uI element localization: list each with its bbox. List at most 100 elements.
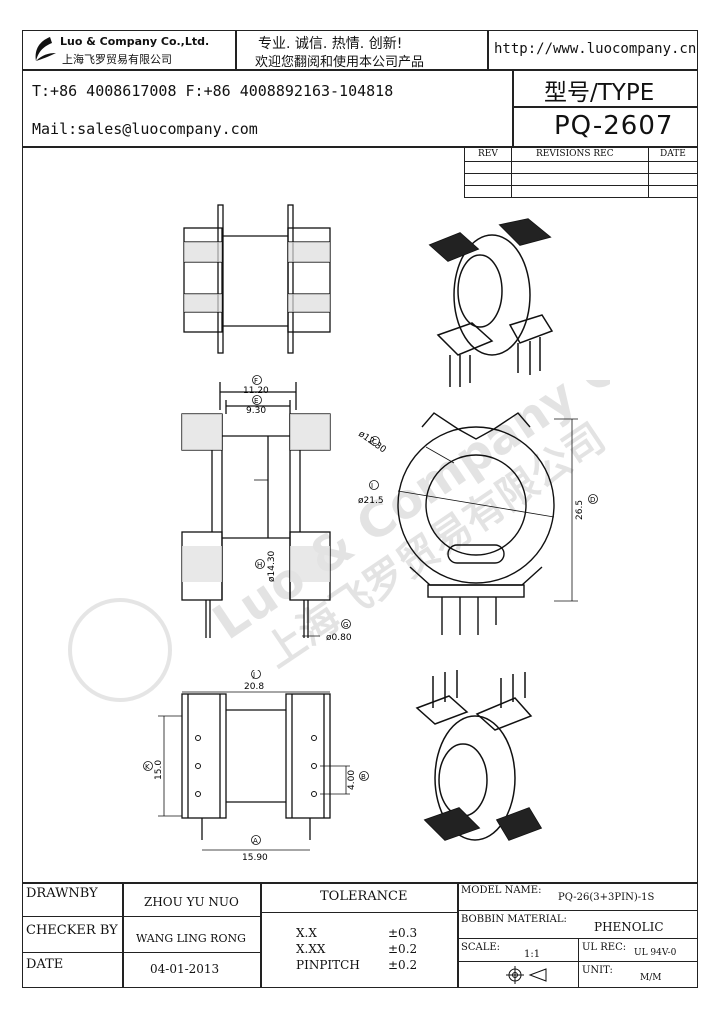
tb-hline-tol xyxy=(260,912,457,913)
type-label: 型号/TYPE xyxy=(544,80,655,106)
watermark-seal-icon xyxy=(68,598,172,702)
dim-e-letter: E xyxy=(254,397,258,405)
checker-label: CHECKER BY xyxy=(26,923,118,938)
dim-c-marker xyxy=(370,436,380,446)
company-logo-icon xyxy=(35,37,56,61)
type-vline xyxy=(512,69,514,147)
date-value: 04-01-2013 xyxy=(150,962,220,976)
tb-vline-1 xyxy=(122,882,124,988)
model-label: MODEL NAME: xyxy=(461,885,542,896)
scale-value: 1:1 xyxy=(524,949,541,960)
tol-xxx-name: X.XX xyxy=(296,942,326,956)
bobbin-value: PHENOLIC xyxy=(594,920,664,934)
dim-j-letter: J xyxy=(252,671,255,679)
dim-j-value: 20.8 xyxy=(244,682,264,692)
dim-h-marker xyxy=(255,559,265,569)
dim-i-marker xyxy=(369,480,379,490)
rev-row-3 xyxy=(464,185,698,186)
tb-hline-right-1 xyxy=(457,910,698,911)
date-label: DATE xyxy=(26,957,64,972)
tb-hline-right-3 xyxy=(457,961,698,962)
dim-i-letter: I xyxy=(371,482,373,490)
tb-vline-right xyxy=(578,938,579,988)
dim-b-letter: B xyxy=(361,773,366,781)
dim-d-value: 26.5 xyxy=(575,500,585,520)
header-divider xyxy=(22,69,698,71)
dim-k-letter: K xyxy=(145,763,150,771)
unit-label: UNIT: xyxy=(582,965,613,976)
dim-a-value: 15.90 xyxy=(242,853,268,863)
dim-d-marker xyxy=(588,494,598,504)
company-name-en: Luo & Company Co.,Ltd. xyxy=(60,35,210,48)
title-block-top xyxy=(22,882,698,884)
dim-j-marker xyxy=(251,670,261,679)
rev-col-1 xyxy=(511,146,512,198)
dim-h-letter: H xyxy=(257,561,262,569)
dim-k-value: 15.0 xyxy=(154,760,164,780)
header-vline-2 xyxy=(487,30,489,70)
header-vline-1 xyxy=(235,30,237,70)
dim-e-value: 9.30 xyxy=(246,406,266,416)
website-link[interactable]: http://www.luocompany.cn xyxy=(494,41,697,57)
view-isometric-bottom xyxy=(415,670,543,841)
tb-hline-left-2 xyxy=(22,952,260,953)
dim-b-marker xyxy=(359,771,369,781)
tol-pinpitch-name: PINPITCH xyxy=(296,958,360,972)
view-front-middle: C ø12.30 I ø21.5 26.5 D xyxy=(356,412,598,635)
rev-header-date: DATE xyxy=(660,149,686,159)
drawnby-value: ZHOU YU NUO xyxy=(144,895,239,909)
checker-value: WANG LING RONG xyxy=(136,932,246,945)
rev-header-rev: REV xyxy=(478,149,498,159)
type-value: PQ-2607 xyxy=(554,111,674,141)
unit-value: M/M xyxy=(640,973,662,983)
dim-a-letter: A xyxy=(253,837,258,845)
rev-row-1 xyxy=(464,161,698,162)
view-section-middle: F 11.20 E 9.30 H ø14.30 G ø0.80 xyxy=(181,375,352,643)
dim-h-value: ø14.30 xyxy=(267,550,277,582)
drawing-frame xyxy=(22,30,698,988)
tolerance-label: TOLERANCE xyxy=(320,889,408,904)
view-bottom: J 20.8 K 15.0 4.00 B A 15.90 xyxy=(143,670,369,863)
dim-c-letter: C xyxy=(372,438,377,446)
view-isometric-top xyxy=(428,218,554,387)
dim-b-value: 4.00 xyxy=(347,770,357,790)
dim-f-marker xyxy=(252,375,262,385)
header-bottom-line xyxy=(22,146,698,148)
dim-f-value: 11.20 xyxy=(243,386,269,396)
company-name-cn: 上海飞罗贸易有限公司 xyxy=(62,53,172,66)
slogan-line-2: 欢迎您翻阅和使用本公司产品 xyxy=(255,55,425,70)
tol-xxx-value: ±0.2 xyxy=(388,942,418,956)
watermark: Luo & Company Co.,Ltd. 上海飞罗贸易有限公司 xyxy=(68,380,610,702)
phone-fax-text: T:+86 4008617008 F:+86 4008892163-104818 xyxy=(32,82,394,100)
dim-d-letter: D xyxy=(590,496,595,504)
tol-pinpitch-value: ±0.2 xyxy=(388,958,418,972)
type-hline xyxy=(512,106,698,108)
tb-vline-3 xyxy=(457,882,459,988)
tb-hline-right-2 xyxy=(457,938,698,939)
dim-c-value: ø12.30 xyxy=(356,429,388,455)
rev-header-rec: REVISIONS REC xyxy=(536,149,614,159)
rev-row-2 xyxy=(464,173,698,174)
tb-hline-left-1 xyxy=(22,916,260,917)
revision-table xyxy=(464,146,698,198)
scale-label: SCALE: xyxy=(461,942,501,953)
dim-e-marker xyxy=(252,395,262,405)
dim-a-marker xyxy=(251,835,261,845)
bobbin-label: BOBBIN MATERIAL: xyxy=(461,914,567,925)
rev-col-2 xyxy=(648,146,649,198)
email-text[interactable]: Mail:sales@luocompany.com xyxy=(32,120,258,138)
model-value: PQ-26(3+3PIN)-1S xyxy=(558,892,655,903)
drawnby-label: DRAWNBY xyxy=(26,886,98,901)
tol-xx-value: ±0.3 xyxy=(388,926,418,940)
tol-xx-name: X.X xyxy=(296,926,317,940)
view-side-top xyxy=(183,204,331,354)
dim-g-letter: G xyxy=(343,621,348,629)
slogan-line-1: 专业. 诚信. 热情. 创新! xyxy=(258,36,403,52)
tb-vline-2 xyxy=(260,882,262,988)
dim-g-marker xyxy=(341,619,351,629)
dim-f-letter: F xyxy=(254,377,258,385)
ul-label: UL REC: xyxy=(582,942,627,953)
dim-i-value: ø21.5 xyxy=(358,496,384,506)
ul-value: UL 94V-0 xyxy=(634,948,677,958)
dim-g-value: ø0.80 xyxy=(326,633,352,643)
